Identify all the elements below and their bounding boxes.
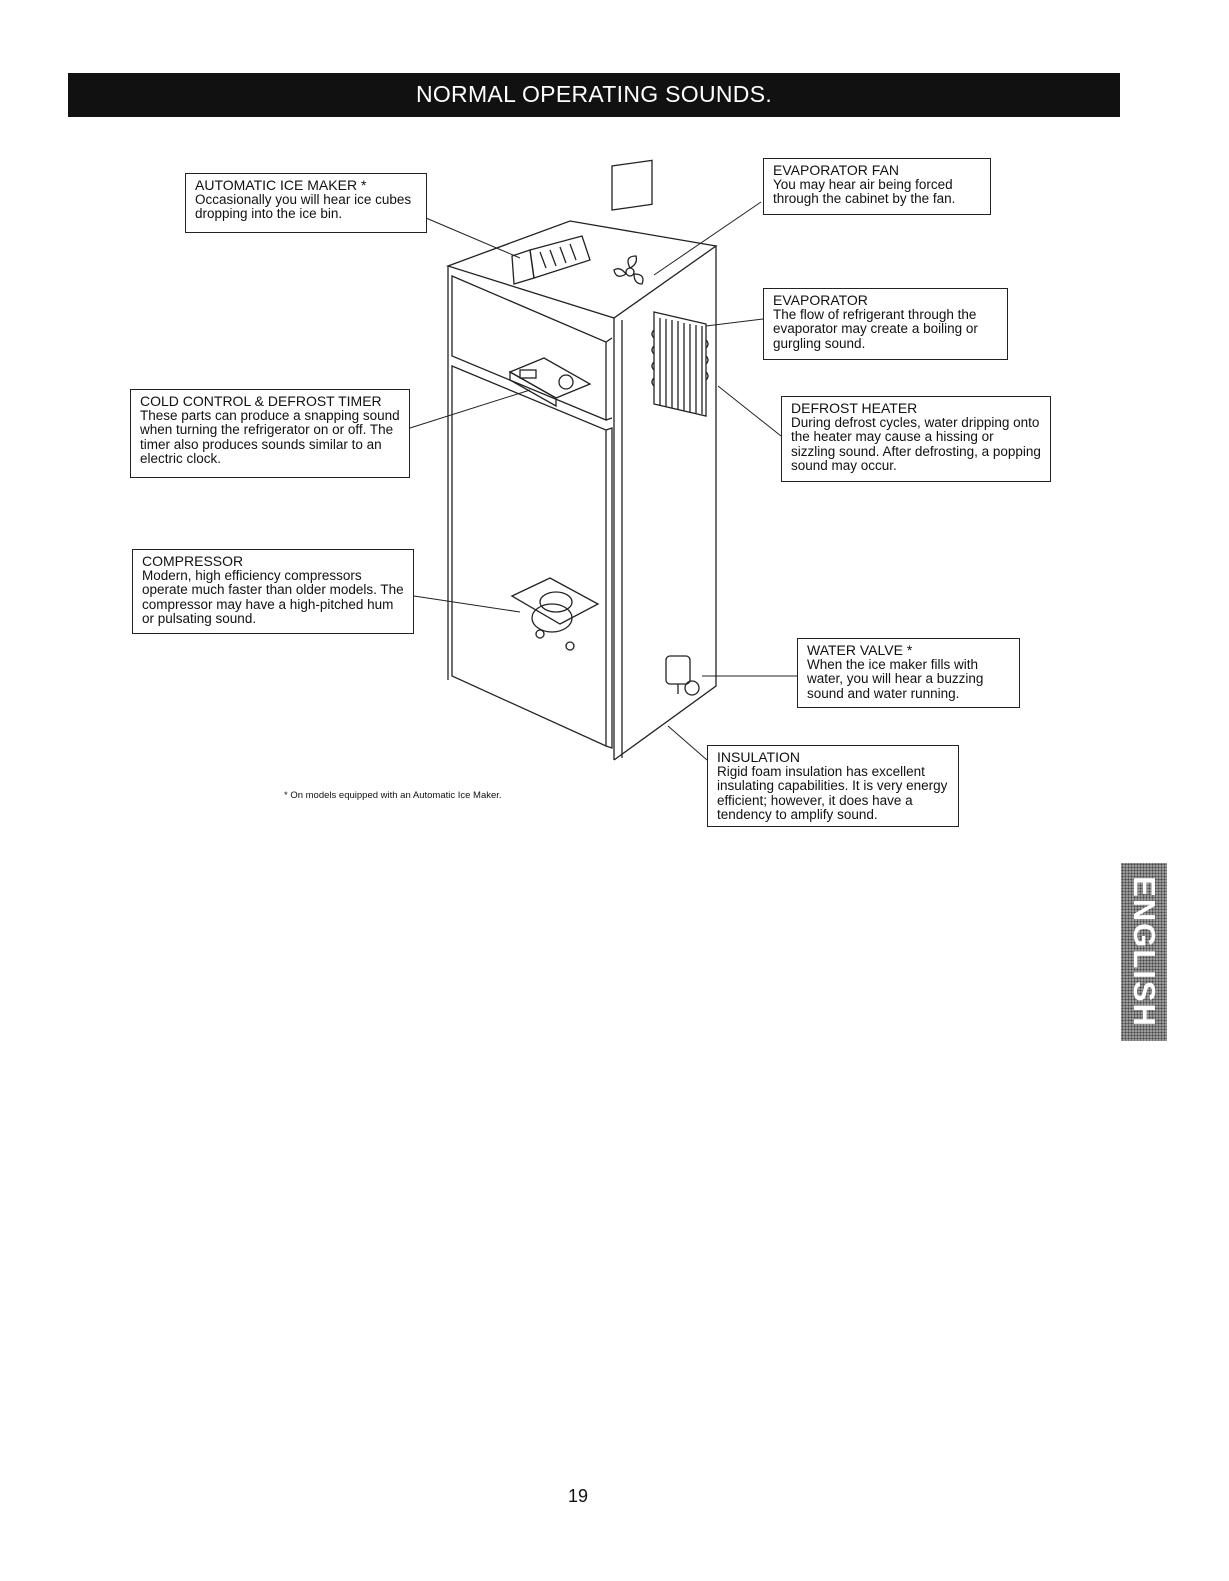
leader-lines	[409, 201, 797, 761]
callout-insulation: INSULATION Rigid foam insulation has exc…	[707, 745, 959, 827]
callout-evaporator-text: The flow of refrigerant through the evap…	[773, 306, 978, 351]
callout-defrost-heater: DEFROST HEATER During defrost cycles, wa…	[781, 396, 1051, 482]
callout-water-valve-text: When the ice maker fills with water, you…	[807, 656, 984, 701]
water-valve-icon	[665, 655, 700, 696]
fresh-food-door	[451, 365, 613, 749]
callout-compressor-title: COMPRESSOR	[142, 553, 244, 569]
callout-defrost-heater-title: DEFROST HEATER	[791, 400, 918, 416]
callout-ice-maker-text: Occasionally you will hear ice cubes dro…	[195, 191, 412, 222]
evaporator-fan-icon	[611, 159, 653, 285]
compressor-icon	[510, 577, 600, 651]
side-tab-label: ENGLISH	[1127, 876, 1162, 1028]
callout-defrost-heater-text: During defrost cycles, water dripping on…	[791, 414, 1041, 474]
callout-evaporator-fan: EVAPORATOR FAN You may hear air being fo…	[763, 158, 991, 215]
freezer-door	[451, 275, 613, 421]
callout-cold-control-text: These parts can produce a snapping sound…	[140, 407, 400, 467]
callout-insulation-text: Rigid foam insulation has excellent insu…	[717, 763, 948, 823]
callout-insulation-title: INSULATION	[717, 749, 800, 765]
callout-water-valve: WATER VALVE * When the ice maker fills w…	[797, 638, 1020, 708]
callout-ice-maker: AUTOMATIC ICE MAKER * Occasionally you w…	[185, 173, 427, 233]
callout-compressor: COMPRESSOR Modern, high efficiency compr…	[132, 549, 414, 634]
footnote: * On models equipped with an Automatic I…	[284, 790, 502, 801]
ice-maker-icon	[511, 235, 591, 285]
callout-evaporator-title: EVAPORATOR	[773, 292, 868, 308]
evaporator-coil-icon	[651, 311, 709, 417]
callout-compressor-text: Modern, high efficiency compressors oper…	[142, 567, 404, 627]
header-bar: NORMAL OPERATING SOUNDS.	[68, 73, 1120, 117]
callout-water-valve-title: WATER VALVE *	[807, 642, 913, 658]
callout-evaporator: EVAPORATOR The flow of refrigerant throu…	[763, 288, 1008, 360]
language-side-tab: ENGLISH	[1121, 863, 1167, 1041]
callout-evaporator-fan-title: EVAPORATOR FAN	[773, 162, 900, 178]
callout-cold-control: COLD CONTROL & DEFROST TIMER These parts…	[130, 389, 410, 478]
callout-ice-maker-title: AUTOMATIC ICE MAKER *	[195, 177, 367, 193]
page-number: 19	[568, 1486, 589, 1506]
callout-cold-control-title: COLD CONTROL & DEFROST TIMER	[140, 393, 382, 409]
page-title: NORMAL OPERATING SOUNDS.	[415, 81, 773, 107]
callout-evaporator-fan-text: You may hear air being forced through th…	[773, 176, 956, 207]
cold-control-icon	[508, 357, 592, 408]
cabinet-outline	[445, 220, 718, 761]
